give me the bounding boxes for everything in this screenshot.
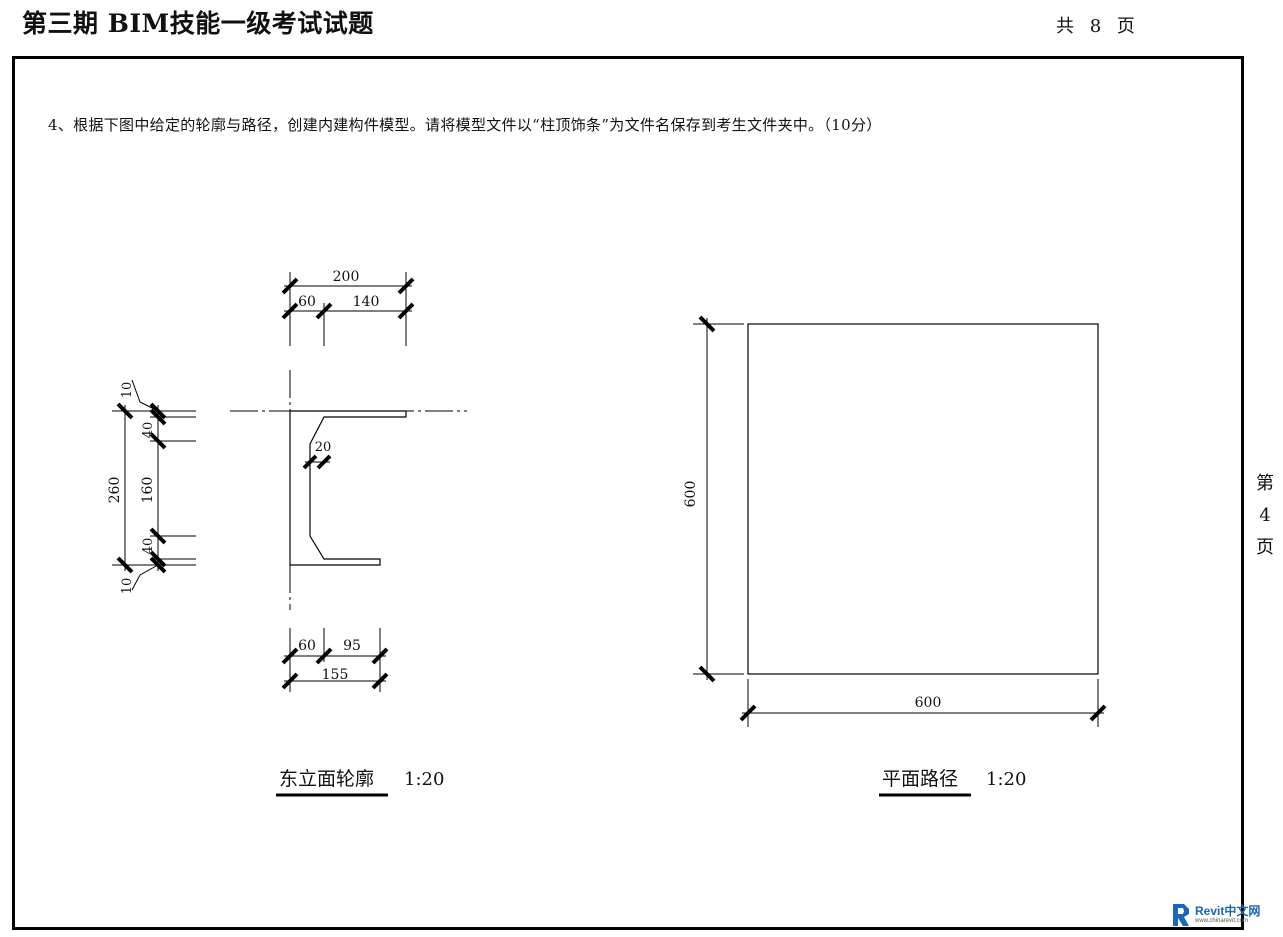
path-drawing-scale: 1:20 xyxy=(986,769,1026,790)
drawing-frame xyxy=(12,56,1244,930)
dim-left-260: 260 xyxy=(107,477,123,504)
profile-drawing-title: 东立面轮廓 xyxy=(279,768,374,790)
dim-left-10-bottom: 10 xyxy=(120,578,135,595)
side-page-char: 页 xyxy=(1256,537,1274,558)
page-count: 共 8 页 xyxy=(1056,16,1135,37)
path-square xyxy=(747,323,1099,675)
side-page-char: 4 xyxy=(1259,505,1271,526)
profile-drawing-scale: 1:20 xyxy=(404,769,444,790)
question-text: 4、根据下图中给定的轮廓与路径，创建内建构件模型。请将模型文件以“柱顶饰条”为文… xyxy=(48,116,882,134)
side-page-number: 第 4 页 xyxy=(1252,468,1278,564)
path-drawing-title: 平面路径 xyxy=(882,768,958,790)
dim-left-40-top: 40 xyxy=(141,422,156,439)
watermark-brand: Revit中文网 xyxy=(1195,904,1261,918)
dim-top-60: 60 xyxy=(298,294,316,310)
dim-bottom-60: 60 xyxy=(298,638,316,654)
exam-title: 第三期 BIM技能一级考试试题 xyxy=(22,9,374,38)
dim-top-200: 200 xyxy=(333,269,360,285)
revit-logo-icon xyxy=(1173,904,1189,926)
path-dim-horizontal: 600 xyxy=(915,695,942,711)
dim-left-160: 160 xyxy=(140,477,156,504)
side-page-char: 第 xyxy=(1256,473,1274,494)
dim-bottom-95: 95 xyxy=(343,638,361,654)
path-dim-vertical: 600 xyxy=(683,481,699,508)
profile-drawing xyxy=(112,272,467,692)
dim-left-10-top: 10 xyxy=(120,382,135,399)
path-drawing xyxy=(693,315,1107,727)
revit-watermark: Revit中文网 www.chinarevit.com xyxy=(1170,902,1260,928)
dim-inner-20: 20 xyxy=(315,440,332,455)
dim-top-140: 140 xyxy=(353,294,380,310)
dim-left-40-bottom: 40 xyxy=(141,538,156,555)
dim-bottom-155: 155 xyxy=(322,667,349,683)
watermark-url: www.chinarevit.com xyxy=(1195,918,1249,924)
profile-outline xyxy=(289,410,407,566)
